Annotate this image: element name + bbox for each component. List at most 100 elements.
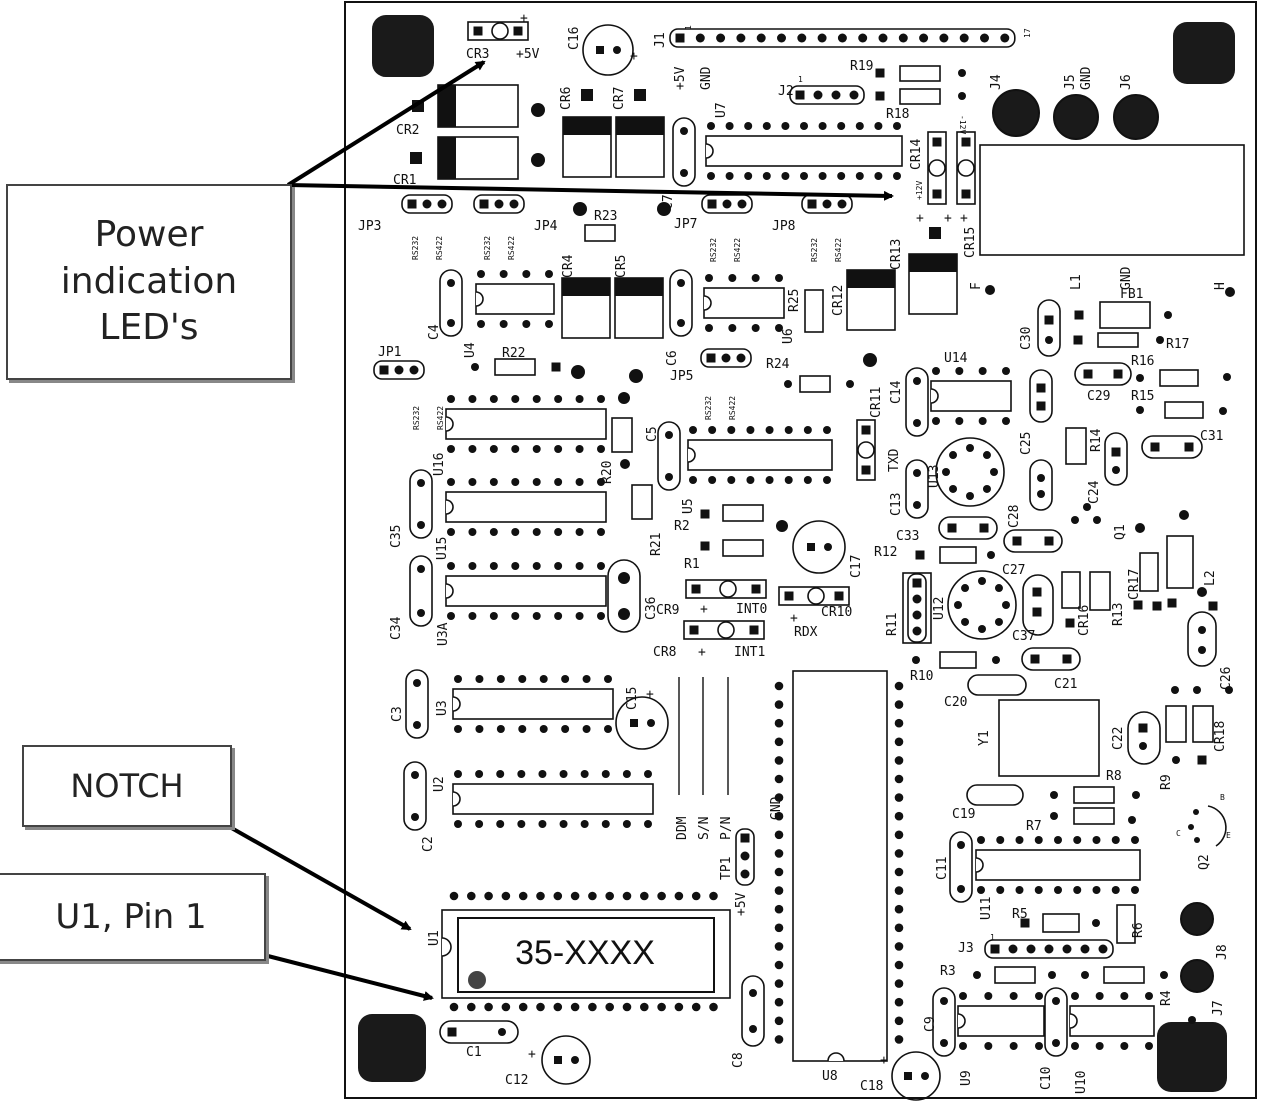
solder-pad xyxy=(1132,791,1140,799)
header-outline xyxy=(907,573,927,643)
solder-pad xyxy=(1098,944,1108,954)
arrow-to-cr3 xyxy=(286,60,486,187)
solder-pad xyxy=(874,122,883,130)
solder-pad xyxy=(447,319,455,327)
ic-notch xyxy=(975,857,984,873)
solder-pad xyxy=(894,700,904,709)
solder-pad xyxy=(417,479,425,487)
silk-label-c20: C20 xyxy=(944,695,967,710)
square-pad xyxy=(407,199,417,209)
silk-label-c28: C28 xyxy=(1007,505,1022,528)
silk-label-r2: R2 xyxy=(674,519,690,534)
solder-pad xyxy=(657,202,671,216)
resistor-outline xyxy=(939,546,977,564)
solder-pad xyxy=(1135,523,1145,533)
solder-pad xyxy=(1009,992,1018,1000)
solder-pad xyxy=(501,891,511,901)
solder-pad xyxy=(1035,992,1043,1000)
solder-pad xyxy=(893,172,901,180)
solder-pad xyxy=(1131,836,1139,844)
electrolytic-cap xyxy=(615,696,669,750)
silk-label-j2_pin1: 1 xyxy=(990,933,995,942)
solder-pad xyxy=(1037,474,1045,482)
solder-pad xyxy=(751,274,760,282)
pin1-callout-text: U1, Pin 1 xyxy=(55,897,207,937)
square-pad xyxy=(410,152,422,164)
capacitor-outline xyxy=(405,669,429,739)
silk-label-u14: U14 xyxy=(944,351,968,366)
solder-pad xyxy=(454,725,462,733)
silk-label-h: H xyxy=(1213,282,1228,290)
silk-label-u9: U9 xyxy=(959,1070,974,1086)
solder-pad xyxy=(894,960,904,970)
silk-label-u7: U7 xyxy=(714,102,729,118)
solder-pad xyxy=(554,612,563,620)
solder-pad xyxy=(837,33,847,43)
solder-pad xyxy=(484,891,493,901)
capacitor-outline xyxy=(439,1020,519,1044)
solder-pad xyxy=(691,1002,701,1012)
solder-pad xyxy=(894,774,904,784)
silk-label-c17: C17 xyxy=(849,555,864,578)
silk-label-j3: J3 xyxy=(958,941,974,956)
u8-notch xyxy=(827,1052,845,1062)
solder-pad xyxy=(417,565,425,573)
solder-pad xyxy=(978,625,986,633)
header-outline xyxy=(701,194,753,214)
solder-pad xyxy=(959,33,969,43)
silk-label-plus: + xyxy=(916,211,924,226)
silk-label-cr1: CR1 xyxy=(393,173,416,188)
silk-label-r24: R24 xyxy=(766,357,790,372)
solder-pad xyxy=(940,1039,948,1047)
silk-label-r18: R18 xyxy=(886,107,909,122)
solder-pad xyxy=(894,793,904,802)
solder-pad xyxy=(756,33,766,43)
solder-pad xyxy=(912,656,920,664)
silk-label-j1_5v: +5V xyxy=(673,66,688,90)
solder-pad xyxy=(575,612,584,620)
silk-label-c31: C31 xyxy=(1200,429,1223,444)
silk-label-q2: Q2 xyxy=(1197,854,1212,870)
header-outline xyxy=(473,194,525,214)
square-pad xyxy=(1030,654,1040,664)
silk-label-c14: C14 xyxy=(889,380,904,404)
silk-label-c34: C34 xyxy=(389,616,404,640)
solder-pad xyxy=(878,33,888,43)
solder-pad xyxy=(409,365,419,375)
solder-pad xyxy=(961,617,970,626)
capacitor-outline xyxy=(741,975,765,1047)
silk-label-r9: R9 xyxy=(1159,774,1174,790)
solder-pad xyxy=(417,521,425,529)
solder-pad xyxy=(496,770,505,778)
square-pad xyxy=(795,90,805,100)
capacitor-outline xyxy=(409,469,433,539)
solder-pad xyxy=(629,369,643,383)
solder-pad xyxy=(1111,886,1120,894)
u1-chip: 35-XXXX xyxy=(441,909,731,999)
resistor-outline xyxy=(1061,571,1081,609)
solder-pad xyxy=(1095,992,1104,1000)
solder-pad xyxy=(689,476,697,484)
solder-pad xyxy=(511,395,520,403)
square-pad xyxy=(1032,607,1042,617)
solder-pad xyxy=(468,612,477,620)
silk-label-cr12: CR12 xyxy=(831,285,846,316)
solder-pad xyxy=(762,122,771,130)
solder-pad xyxy=(575,562,584,570)
capacitor-outline xyxy=(657,421,681,491)
solder-pad xyxy=(554,445,563,453)
solder-pad xyxy=(471,363,479,371)
power-callout-line-3: LED's xyxy=(99,307,199,349)
square-pad xyxy=(581,89,593,101)
ic-notch xyxy=(705,143,714,159)
solder-pad xyxy=(1145,1042,1153,1050)
solder-pad xyxy=(746,476,755,484)
solder-pad xyxy=(982,451,991,460)
solder-pad xyxy=(1198,626,1206,634)
resistor-outline xyxy=(1116,904,1136,944)
solder-pad xyxy=(894,942,904,951)
solder-pad xyxy=(898,33,908,43)
square-pad xyxy=(932,137,942,147)
solder-pad xyxy=(597,528,605,536)
